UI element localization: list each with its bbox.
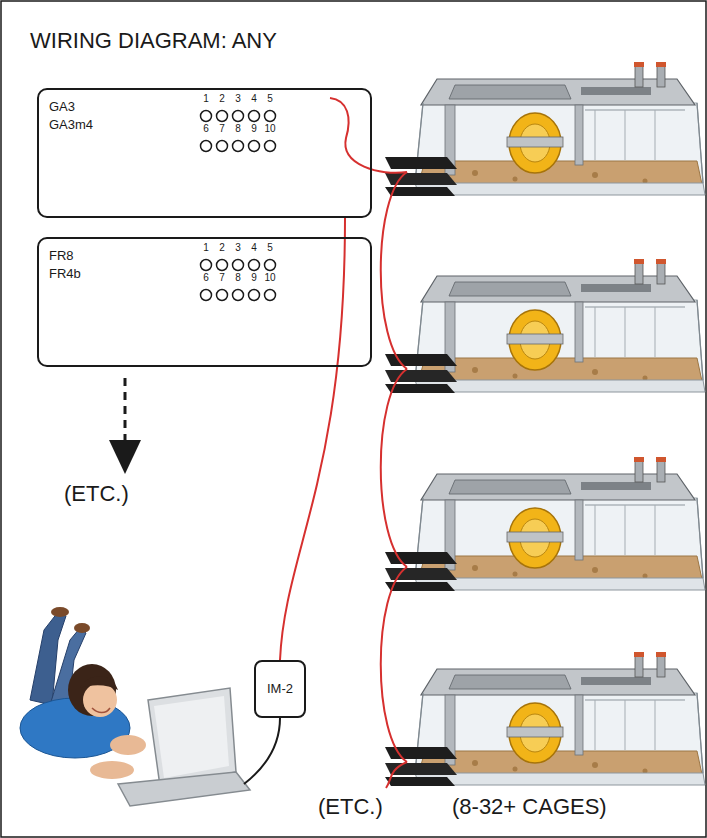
- pin-number: 3: [235, 242, 241, 254]
- pin-number: 6: [203, 123, 209, 135]
- pin-number: 5: [267, 93, 273, 105]
- device-name: IM-2: [267, 680, 293, 698]
- signal-wire: [280, 218, 345, 660]
- pin-number: 3: [235, 93, 241, 105]
- pin-number: 9: [251, 272, 257, 284]
- interface-box: IM-2: [254, 660, 306, 718]
- diagram-title: WIRING DIAGRAM: ANY: [30, 28, 277, 54]
- cage-count-note: (8-32+ CAGES): [452, 795, 607, 819]
- pin-number: 1: [203, 242, 209, 254]
- pin-number: 9: [251, 123, 257, 135]
- pin-number: 7: [219, 123, 225, 135]
- device-box: GA3GA3m4: [37, 88, 372, 218]
- device-box: FR8FR4b: [37, 237, 372, 367]
- pin-number: 5: [267, 242, 273, 254]
- pin-number: 2: [219, 93, 225, 105]
- pin-number: 1: [203, 93, 209, 105]
- pin-number: 2: [219, 242, 225, 254]
- pin-number: 8: [235, 123, 241, 135]
- pin-number: 7: [219, 272, 225, 284]
- pin-number: 10: [264, 272, 275, 284]
- pin-number: 4: [251, 242, 257, 254]
- etc-note: (ETC.): [318, 795, 383, 819]
- etc-note: (ETC.): [64, 482, 129, 506]
- pin-number: 10: [264, 123, 275, 135]
- pin-number: 6: [203, 272, 209, 284]
- pin-number: 4: [251, 93, 257, 105]
- pin-number: 8: [235, 272, 241, 284]
